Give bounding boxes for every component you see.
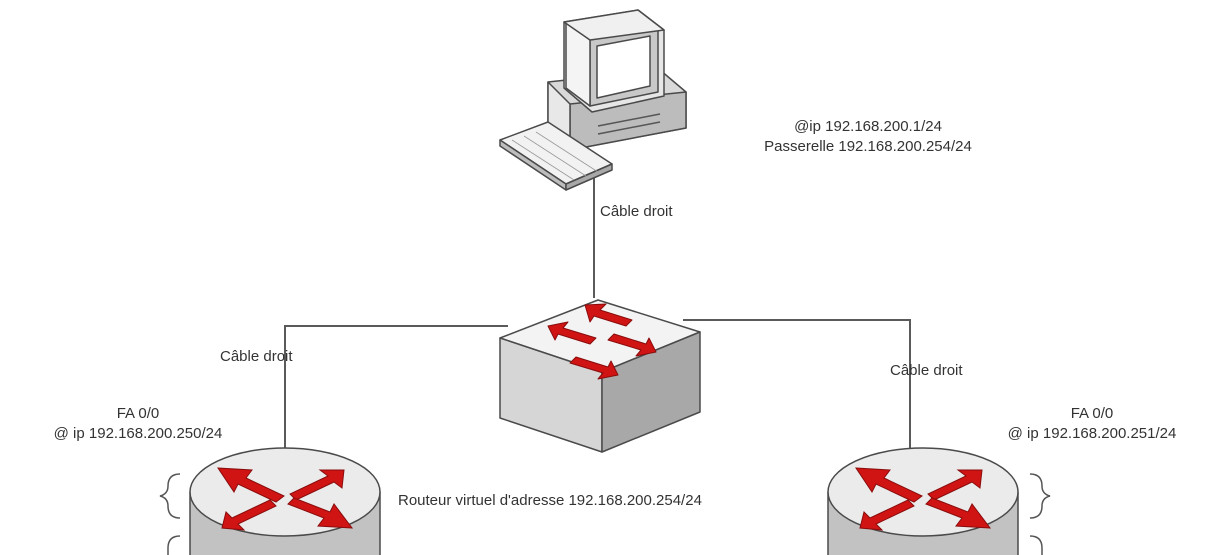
cable-right-router-switch xyxy=(683,319,911,450)
cable-label-left: Câble droit xyxy=(220,348,293,365)
cable-label-pc-switch: Câble droit xyxy=(600,203,673,220)
cable-left-router-switch xyxy=(284,325,508,450)
pc-workstation-icon xyxy=(499,9,687,191)
router-right-icon xyxy=(827,447,1051,555)
cable-label-right: Câble droit xyxy=(890,362,963,379)
pc-ip-label: @ip 192.168.200.1/24 xyxy=(794,118,942,135)
switch-icon xyxy=(499,299,701,453)
virtual-router-label: Routeur virtuel d'adresse 192.168.200.25… xyxy=(398,492,702,509)
router-left-interface: FA 0/0 xyxy=(116,405,160,422)
router-right-interface: FA 0/0 xyxy=(1070,405,1114,422)
pc-gateway-label: Passerelle 192.168.200.254/24 xyxy=(764,138,972,155)
connection-lines xyxy=(284,178,911,450)
router-left-icon xyxy=(159,447,381,555)
router-left-ip: @ ip 192.168.200.250/24 xyxy=(53,425,223,442)
router-right-ip: @ ip 192.168.200.251/24 xyxy=(1007,425,1177,442)
